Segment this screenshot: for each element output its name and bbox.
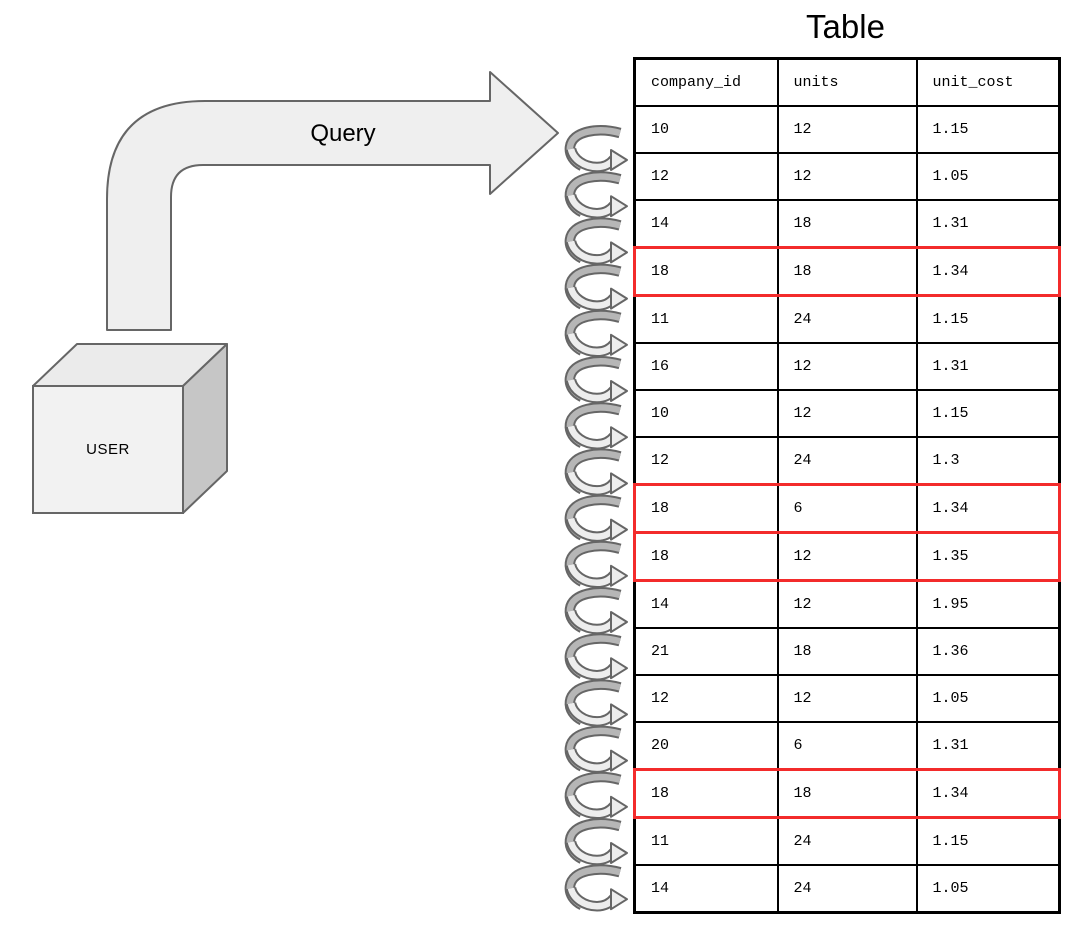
cell-company-id: 14 <box>633 199 779 249</box>
cell-units: 18 <box>776 627 918 676</box>
cell-unit-cost: 1.35 <box>915 531 1061 582</box>
cell-company-id: 18 <box>633 246 779 297</box>
loop-arrow-icon <box>570 315 627 355</box>
loop-arrow-icon <box>570 731 627 771</box>
cell-units: 18 <box>776 768 918 819</box>
cell-company-id: 14 <box>633 864 779 914</box>
cell-unit-cost: 1.31 <box>915 342 1061 391</box>
cell-units: 24 <box>776 864 918 914</box>
loop-arrow-icon <box>570 777 627 817</box>
cell-company-id: 12 <box>633 152 779 201</box>
cell-company-id: 16 <box>633 342 779 391</box>
column-header-unit-cost: unit_cost <box>915 57 1061 107</box>
cell-units: 18 <box>776 246 918 297</box>
cell-unit-cost: 1.05 <box>915 674 1061 723</box>
cell-company-id: 18 <box>633 483 779 534</box>
loop-arrow-icon <box>570 454 627 494</box>
cell-units: 24 <box>776 436 918 486</box>
cell-units: 12 <box>776 389 918 438</box>
column-header-company-id: company_id <box>633 57 779 107</box>
column-header-units: units <box>776 57 918 107</box>
cell-units: 12 <box>776 579 918 629</box>
cell-unit-cost: 1.15 <box>915 105 1061 154</box>
cell-company-id: 18 <box>633 531 779 582</box>
cell-company-id: 12 <box>633 436 779 486</box>
cell-units: 12 <box>776 342 918 391</box>
cell-units: 12 <box>776 152 918 201</box>
loop-arrow-icon <box>570 269 627 309</box>
cell-unit-cost: 1.05 <box>915 864 1061 914</box>
cell-unit-cost: 1.05 <box>915 152 1061 201</box>
loop-arrow-icon <box>570 823 627 863</box>
user-box-label: USER <box>86 441 130 458</box>
cell-units: 24 <box>776 816 918 866</box>
cell-company-id: 10 <box>633 389 779 438</box>
loop-arrow-icon <box>570 223 627 263</box>
loop-arrow-icon <box>570 361 627 401</box>
cell-units: 12 <box>776 674 918 723</box>
cell-units: 18 <box>776 199 918 249</box>
loop-arrow-icon <box>570 546 627 586</box>
cell-company-id: 12 <box>633 674 779 723</box>
table-title: Table <box>806 8 885 45</box>
cell-unit-cost: 1.15 <box>915 294 1061 344</box>
user-box-front-face <box>32 385 184 514</box>
table-header-row: company_id units unit_cost <box>633 57 1061 107</box>
cell-company-id: 21 <box>633 627 779 676</box>
cell-company-id: 11 <box>633 816 779 866</box>
cell-unit-cost: 1.34 <box>915 246 1061 297</box>
cell-unit-cost: 1.34 <box>915 483 1061 534</box>
loop-arrow-icon <box>570 177 627 217</box>
cell-unit-cost: 1.36 <box>915 627 1061 676</box>
cell-unit-cost: 1.34 <box>915 768 1061 819</box>
loop-arrow-icon <box>570 685 627 725</box>
cell-unit-cost: 1.15 <box>915 816 1061 866</box>
cell-units: 6 <box>776 483 918 534</box>
cell-unit-cost: 1.3 <box>915 436 1061 486</box>
cell-company-id: 10 <box>633 105 779 154</box>
cell-unit-cost: 1.15 <box>915 389 1061 438</box>
cell-units: 12 <box>776 531 918 582</box>
query-arrow-label: Query <box>310 120 376 147</box>
cell-company-id: 20 <box>633 721 779 771</box>
loop-arrow-icon <box>570 500 627 540</box>
cell-company-id: 14 <box>633 579 779 629</box>
cell-unit-cost: 1.31 <box>915 721 1061 771</box>
cell-unit-cost: 1.31 <box>915 199 1061 249</box>
query-arrow-shape <box>106 71 559 331</box>
loop-arrow-icon <box>570 130 627 170</box>
cell-unit-cost: 1.95 <box>915 579 1061 629</box>
cell-company-id: 11 <box>633 294 779 344</box>
loop-arrow-icon <box>570 408 627 448</box>
loop-arrow-icon <box>570 639 627 679</box>
loop-arrows-column <box>570 130 627 909</box>
loop-arrow-icon <box>570 870 627 910</box>
cell-units: 12 <box>776 105 918 154</box>
cell-units: 24 <box>776 294 918 344</box>
loop-arrow-icon <box>570 592 627 632</box>
cell-company-id: 18 <box>633 768 779 819</box>
user-box-shape <box>32 343 228 514</box>
cell-units: 6 <box>776 721 918 771</box>
